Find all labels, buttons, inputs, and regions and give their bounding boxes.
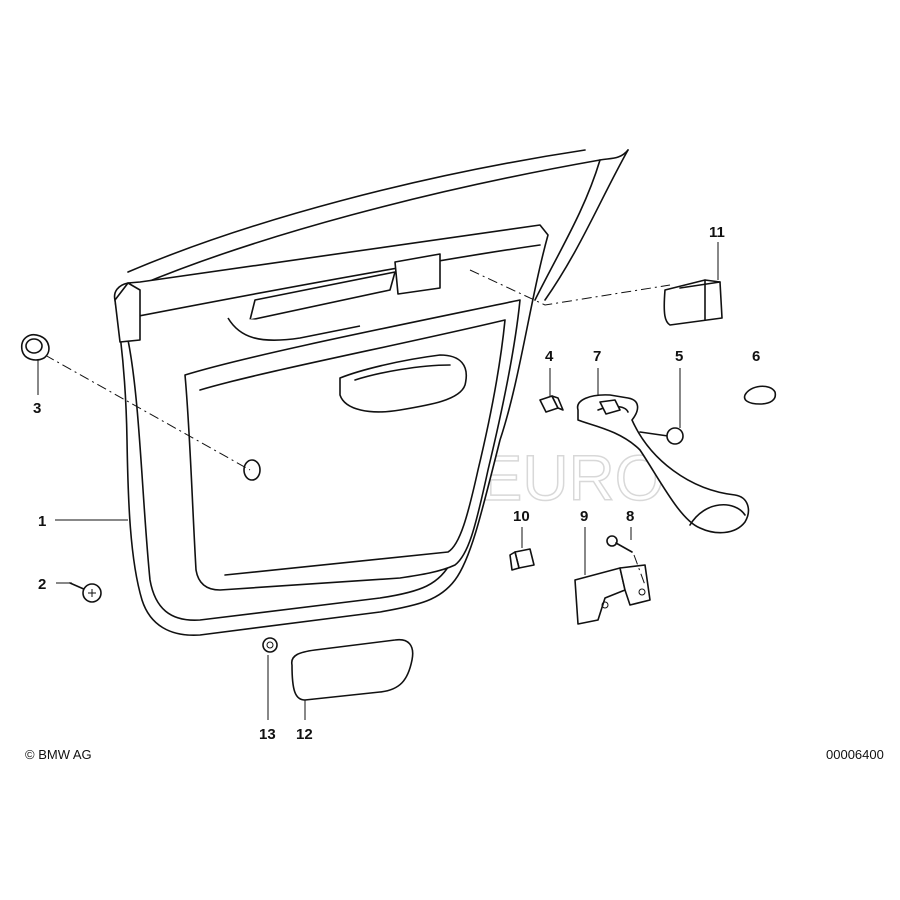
label-part-10: 10 bbox=[513, 508, 530, 525]
part-13-clip bbox=[262, 637, 278, 653]
part-10-cover bbox=[509, 548, 535, 571]
label-part-5: 5 bbox=[675, 348, 683, 365]
part-6-cover-cap bbox=[743, 385, 777, 405]
label-part-6: 6 bbox=[752, 348, 760, 365]
label-part-9: 9 bbox=[580, 508, 588, 525]
part-1-door-trim-panel bbox=[113, 224, 549, 636]
diagram-number: 00006400 bbox=[826, 747, 884, 762]
part-4-clip bbox=[539, 395, 564, 413]
leader-lines bbox=[37, 242, 719, 720]
part-8-screw bbox=[606, 535, 646, 586]
label-part-12: 12 bbox=[296, 726, 313, 743]
label-part-4: 4 bbox=[545, 348, 554, 365]
label-part-11: 11 bbox=[709, 224, 725, 241]
copyright: © BMW AG bbox=[25, 747, 92, 762]
label-part-13: 13 bbox=[259, 726, 276, 743]
part-12-pull-handle bbox=[291, 638, 414, 701]
part-7-grab-handle bbox=[576, 394, 750, 534]
part-3-clip bbox=[20, 334, 50, 361]
label-part-3: 3 bbox=[33, 400, 41, 417]
part-2-screw bbox=[69, 582, 102, 603]
label-part-7: 7 bbox=[593, 348, 601, 365]
assembly-line-11 bbox=[469, 269, 671, 306]
label-part-8: 8 bbox=[626, 508, 634, 525]
label-part-2: 2 bbox=[38, 576, 46, 593]
door-frame bbox=[127, 149, 629, 301]
label-part-1: 1 bbox=[38, 513, 46, 530]
part-9-bracket bbox=[574, 564, 651, 625]
part-5-screw bbox=[639, 427, 684, 445]
part-11-ashtray bbox=[663, 279, 723, 326]
assembly-line-3 bbox=[44, 354, 251, 471]
